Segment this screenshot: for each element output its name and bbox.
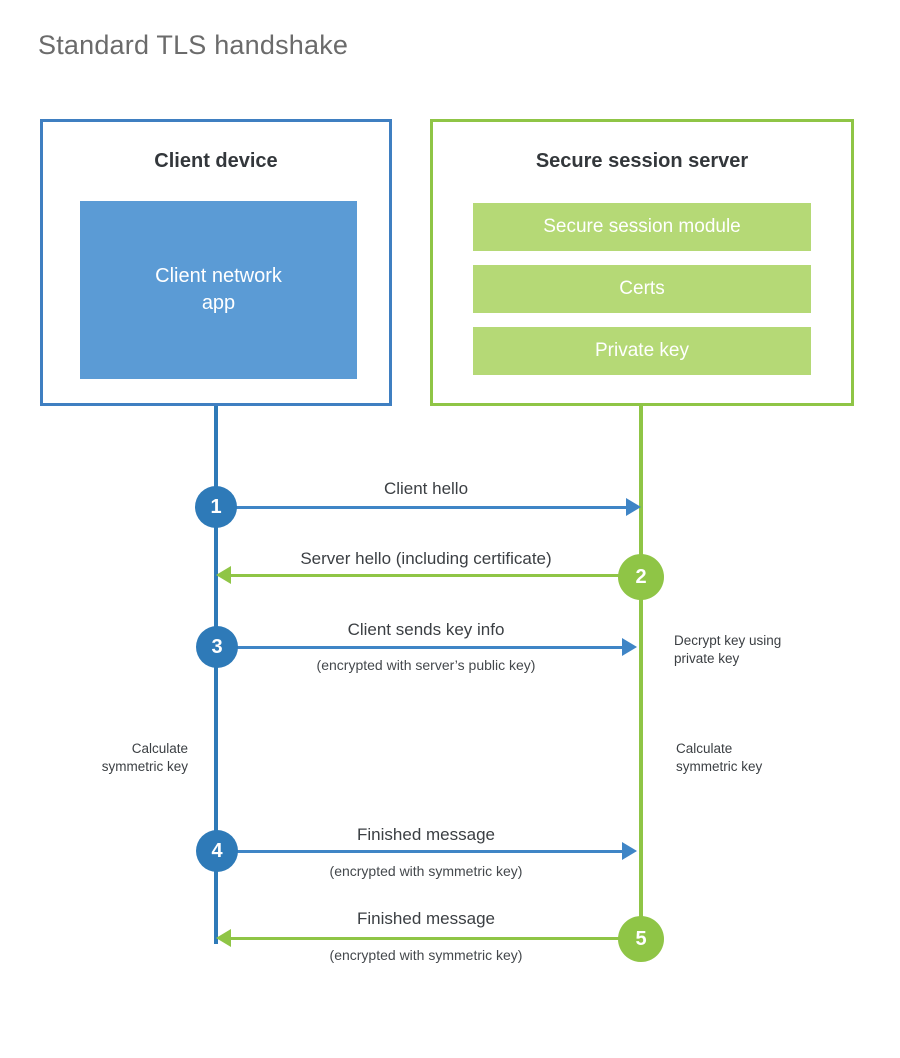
step-5-arrow-head-icon [216,929,231,947]
step-1-label: Client hello [383,479,469,498]
step-4-sublabel: (encrypted with symmetric key) [329,863,523,879]
annotation-calculate-symmetric-key-client: Calculate symmetric key [20,740,188,776]
client-app-label-line1: Client network [155,265,282,287]
annotation-calc-server-line1: Calculate [676,741,733,756]
step-5-label: Finished message [357,909,495,928]
annotation-calculate-symmetric-key-server: Calculate symmetric key [676,740,856,776]
step-4-arrow-head-icon [622,842,637,860]
annotation-decrypt-key: Decrypt key using private key [674,632,854,668]
annotation-calc-client-line1: Calculate [131,741,188,756]
step-1-number-badge: 1 [195,486,237,528]
step-5-number-badge: 5 [618,916,664,962]
step-3-arrow-line [216,646,622,649]
client-app-label-line2: app [201,292,236,314]
step-2-arrow-head-icon [216,566,231,584]
step-2-arrow-line [231,574,626,577]
server-component-stack: Secure session module Certs Private key [473,203,811,375]
step-4-number-badge: 4 [196,830,238,872]
step-2-label: Server hello (including certificate) [300,549,552,568]
step-3-label: Client sends key info [347,620,505,639]
step-5-sublabel: (encrypted with symmetric key) [329,947,523,963]
step-5-arrow-line [231,937,626,940]
client-device-box: Client device Client network app [40,119,392,406]
step-4-arrow-line [216,850,622,853]
secure-session-server-box: Secure session server Secure session mod… [430,119,854,406]
annotation-decrypt-key-line2: private key [674,651,740,667]
secure-session-server-title: Secure session server [535,150,749,172]
client-network-app-label: Client network app [155,263,282,317]
annotation-calc-server-line2: symmetric key [676,759,763,775]
server-component-secure-session-module: Secure session module [473,203,811,251]
client-network-app-block: Client network app [80,201,357,379]
server-component-private-key: Private key [473,327,811,375]
client-device-title: Client device [154,150,278,172]
annotation-calc-client-line2: symmetric key [101,759,188,775]
step-4-label: Finished message [357,825,495,844]
page-title: Standard TLS handshake [38,30,349,60]
step-3-arrow-head-icon [622,638,637,656]
server-lifeline [639,406,643,939]
server-component-certs: Certs [473,265,811,313]
step-1-arrow-line [216,506,626,509]
client-lifeline [214,406,218,944]
step-3-number-badge: 3 [196,626,238,668]
annotation-decrypt-key-line1: Decrypt key using [674,633,782,648]
step-3-sublabel: (encrypted with server’s public key) [316,657,536,673]
step-1-arrow-head-icon [626,498,641,516]
step-2-number-badge: 2 [618,554,664,600]
